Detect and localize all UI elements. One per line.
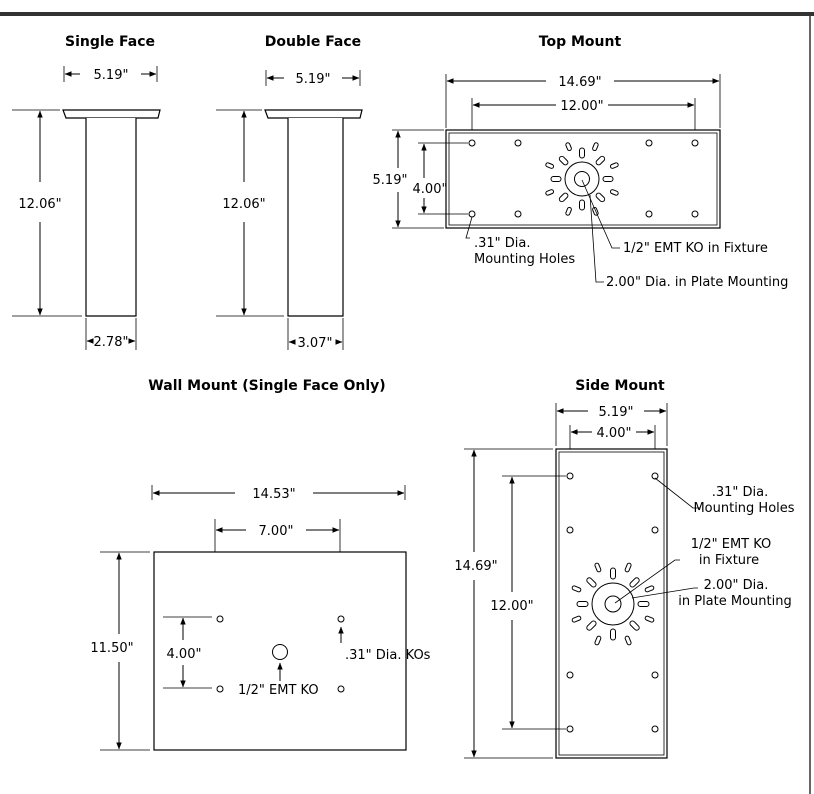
wall-mount-emt-ko-label: 1/2" EMT KO [238,683,319,698]
wall-mount-hole-height: 4.00" [167,647,202,662]
side-mount-center-knockout [571,562,655,646]
wall-mount-overall-height: 11.50" [90,641,133,656]
knockout-hole [216,685,224,693]
header-rule [0,12,814,16]
double-face-width-top: 5.19" [296,72,331,87]
wall-mount-overall-width: 14.53" [252,487,295,502]
double-face-view: Double Face 5.19" 12.06" 3.07" [216,34,363,351]
side-mount-holes-label-1: .31" Dia. [712,485,769,500]
top-mount-hole-spacing: 12.00" [560,99,603,114]
single-face-view: Single Face 5.19" 12.06" 2.78" [12,34,161,350]
knockout-hole [216,615,224,623]
top-mount-overall-height: 5.19" [373,173,408,188]
wall-mount-hole-spacing: 7.00" [259,524,294,539]
side-mount-emt-ko-label-1: 1/2" EMT KO [691,537,772,552]
wall-mount-view: Wall Mount (Single Face Only) 14.53" 7.0… [90,378,431,751]
mounting-hole [651,526,659,534]
mounting-hole [468,210,476,218]
top-mount-holes-label-1: .31" Dia. [474,236,531,251]
single-face-cap [62,109,161,119]
side-mount-emt-ko-label-2: in Fixture [699,553,759,568]
single-face-height: 12.06" [18,197,61,212]
top-mount-emt-ko-label: 1/2" EMT KO in Fixture [623,241,768,256]
side-mount-plate-mounting-label-2: in Plate Mounting [678,594,791,609]
side-mount-plate-mounting-label-1: 2.00" Dia. [704,578,769,593]
mounting-hole [514,139,522,147]
top-mount-overall-width: 14.69" [558,75,601,90]
mounting-hole [566,526,574,534]
side-mount-hole-height: 12.00" [490,599,533,614]
mounting-hole [651,671,659,679]
top-mount-title: Top Mount [539,34,622,50]
mounting-hole [651,472,659,480]
mounting-hole [566,725,574,733]
double-face-body [287,118,344,317]
mounting-hole [651,725,659,733]
single-face-body [85,118,137,317]
top-mount-holes-label-2: Mounting Holes [474,252,575,267]
mounting-hole [468,139,476,147]
emt-knockout [272,644,288,660]
side-mount-overall-height: 14.69" [454,559,497,574]
mounting-hole [691,210,699,218]
mounting-hole [566,472,574,480]
single-face-width-top: 5.19" [94,68,129,83]
double-face-height: 12.06" [222,197,265,212]
side-mount-hole-spacing: 4.00" [597,426,632,441]
top-mount-view: Top Mount 14.69" 12.00" 5.19" 4.00" [373,34,789,290]
double-face-cap [264,109,363,119]
double-face-width-bottom: 3.07" [298,336,333,351]
top-mount-plate-mounting-label: 2.00" Dia. in Plate Mounting [606,275,788,290]
side-mount-holes-label-2: Mounting Holes [693,501,794,516]
knockout-hole [337,685,345,693]
mounting-hole [645,139,653,147]
mounting-hole [514,210,522,218]
double-face-title: Double Face [265,34,361,50]
knockout-hole [337,615,345,623]
mounting-hole [691,139,699,147]
wall-mount-title: Wall Mount (Single Face Only) [148,378,385,394]
top-mount-hole-height: 4.00" [413,182,448,197]
top-mount-center-knockout [545,142,619,216]
side-mount-title: Side Mount [575,378,665,394]
mounting-hole [566,671,574,679]
side-mount-overall-width: 5.19" [599,405,634,420]
single-face-title: Single Face [65,34,155,50]
mounting-hole [645,210,653,218]
side-mount-view: Side Mount 5.19" 4.00" 14.69" 12.00" [454,378,795,759]
wall-mount-kos-label: .31" Dia. KOs [345,648,431,663]
single-face-width-bottom: 2.78" [94,335,129,350]
